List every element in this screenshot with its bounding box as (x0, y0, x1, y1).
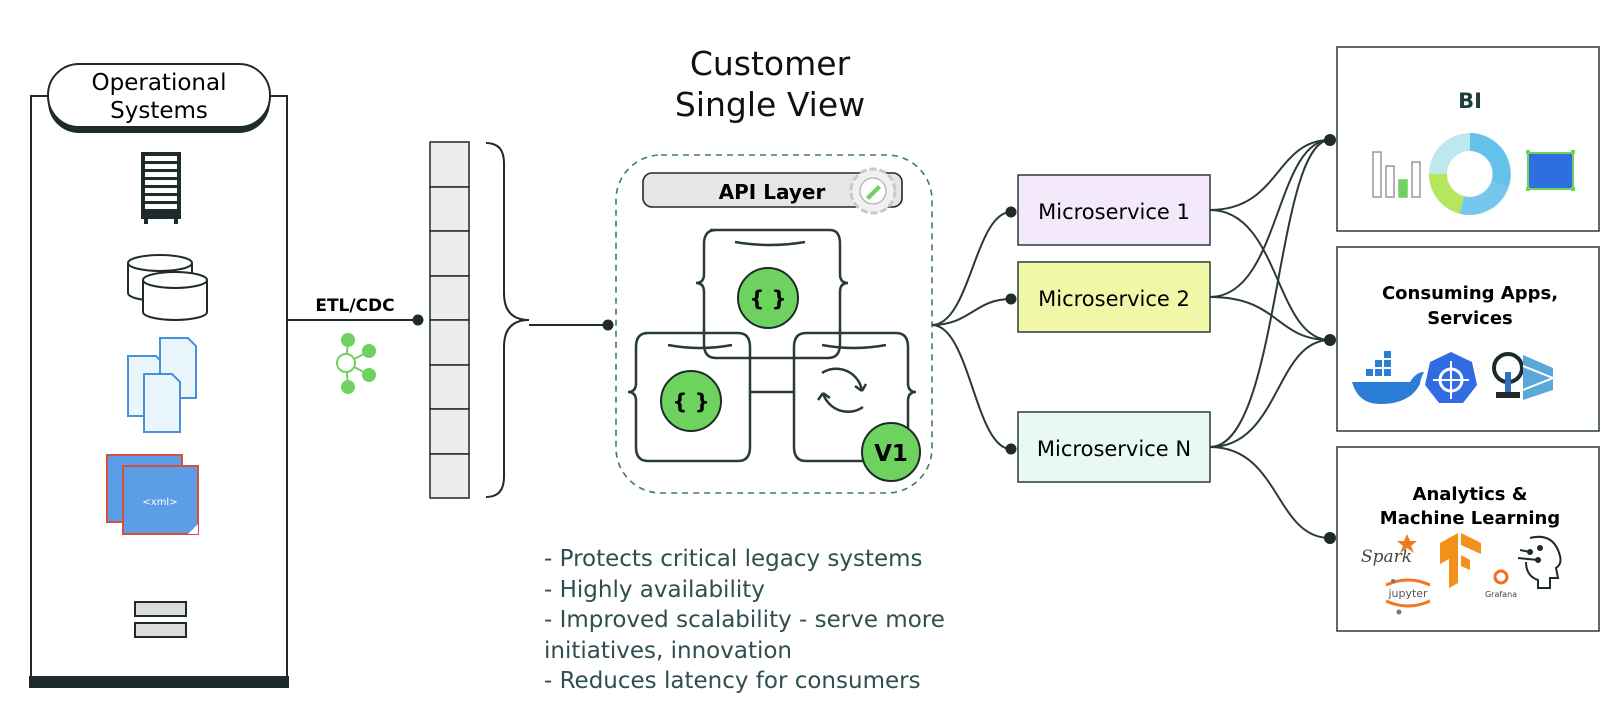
api-layer-label: API Layer (719, 180, 826, 204)
spark-icon: Spark (1361, 534, 1417, 567)
tensorflow-icon (1440, 533, 1481, 588)
database-icon (127, 254, 208, 321)
apps-title-line2: Services (1427, 308, 1513, 329)
microservice-n: Microservice N (1017, 411, 1211, 483)
consumer-bi: BI (1336, 46, 1600, 232)
ms1-input-node (1005, 206, 1017, 218)
consumer-apps: Consuming Apps, Services (1336, 246, 1600, 432)
bar-chart-icon (1372, 151, 1421, 198)
ms2-input-node (1005, 293, 1017, 305)
operational-systems-panel: Operational Systems (29, 63, 289, 688)
benefit-item: - Highly availability (544, 576, 765, 603)
kubernetes-icon (1425, 352, 1477, 403)
operational-systems-title-line2: Systems (110, 98, 208, 124)
benefit-item: - Improved scalability - serve more init… (544, 607, 945, 664)
analytics-input-node (1324, 532, 1336, 544)
benefits-list: - Protects critical legacy systems - Hig… (544, 544, 974, 697)
gear-icon (849, 167, 897, 215)
queue-bracket (485, 142, 608, 498)
kafka-node-icon (336, 333, 376, 394)
json-object-icon: { } (660, 370, 722, 432)
apps-title-line1: Consuming Apps, (1382, 283, 1558, 304)
msn-input-node (1005, 443, 1017, 455)
storage-icon (134, 601, 187, 638)
etl-connector: ETL/CDC (287, 296, 424, 394)
benefit-item: - Protects critical legacy systems (544, 546, 923, 572)
json-glyph-top: { } (749, 287, 786, 311)
spark-label: Spark (1361, 547, 1412, 567)
jupyter-label: jupyter (1387, 587, 1428, 600)
server-rack-icon (141, 152, 181, 224)
version-badge-label: V1 (874, 441, 908, 467)
sync-icon (816, 367, 868, 414)
title-line1: Customer (690, 44, 851, 83)
version-badge: V1 (861, 422, 921, 482)
microservice-2-label: Microservice 2 (1038, 287, 1190, 311)
api-to-microservice-lines (931, 211, 1012, 450)
jupyter-icon: jupyter (1385, 578, 1431, 615)
bi-title: BI (1458, 89, 1482, 113)
api-input-node (602, 319, 614, 331)
xml-label: <xml> (142, 497, 177, 508)
message-queue (429, 141, 470, 499)
donut-chart-icon (1429, 133, 1511, 215)
analytics-title-line2: Machine Learning (1380, 508, 1560, 529)
istio-icon (1492, 352, 1556, 400)
grafana-icon: Grafana (1485, 569, 1517, 599)
ml-brain-icon (1517, 535, 1562, 589)
consumer-analytics: Analytics & Machine Learning Spark jupyt… (1336, 446, 1600, 632)
benefit-item: - Reduces latency for consumers (544, 668, 921, 694)
bi-input-node (1324, 134, 1336, 146)
documents-icon (127, 337, 197, 433)
docker-icon (1352, 351, 1424, 404)
xml-file-icon: <xml> (106, 454, 199, 535)
api-cluster: API Layer { } { } (615, 154, 933, 494)
microservice-1: Microservice 1 (1017, 174, 1211, 246)
microservice-to-consumer-lines (1209, 139, 1331, 539)
operational-systems-title-line1: Operational (92, 70, 227, 96)
microservice-2: Microservice 2 (1017, 261, 1211, 333)
json-glyph-left: { } (672, 390, 709, 414)
analytics-title-line1: Analytics & (1413, 484, 1528, 505)
grafana-label: Grafana (1485, 590, 1517, 599)
json-object-icon: { } (737, 267, 799, 329)
apps-input-node (1324, 334, 1336, 346)
etl-label: ETL/CDC (315, 296, 394, 316)
title-line2: Single View (675, 85, 865, 124)
microservice-1-label: Microservice 1 (1038, 200, 1190, 224)
dashboard-icon (1526, 150, 1575, 191)
microservice-n-label: Microservice N (1037, 437, 1191, 461)
